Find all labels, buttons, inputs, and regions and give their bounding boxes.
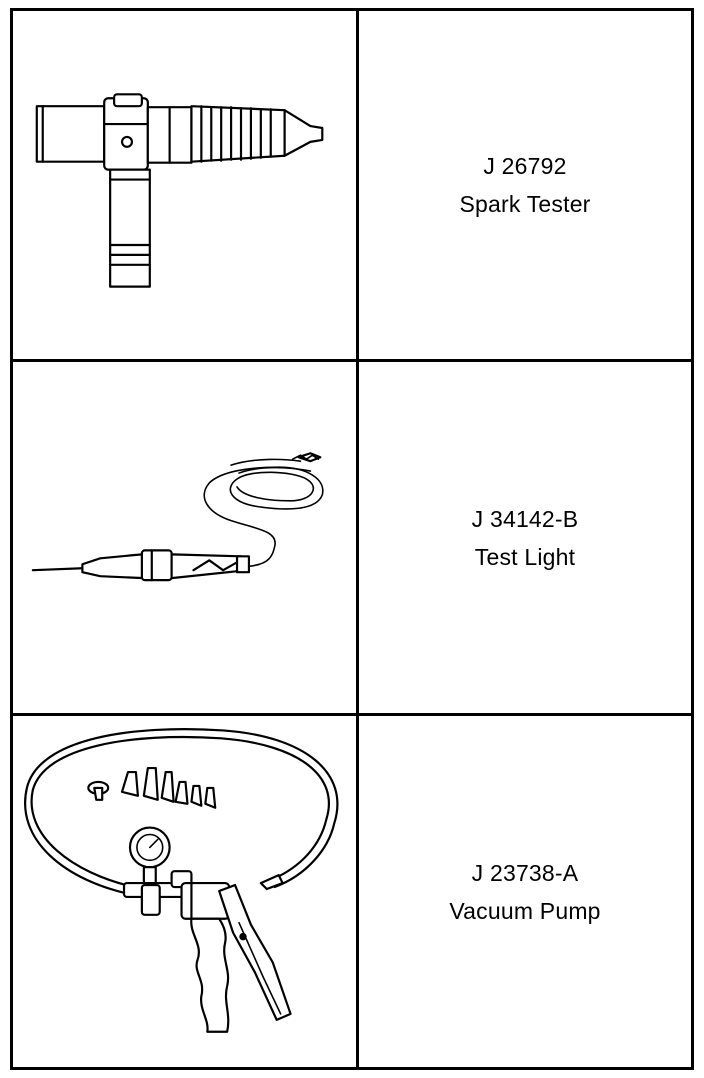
spark-tester-illustration-cell <box>13 11 359 362</box>
vacuum-pump-icon <box>24 728 339 1033</box>
test-light-label-cell: J 34142-B Test Light <box>359 362 691 716</box>
tool-name: Vacuum Pump <box>449 897 601 924</box>
spark-tester-icon <box>35 93 324 288</box>
spark-tester-label-cell: J 26792 Spark Tester <box>359 11 691 362</box>
tool-number: J 26792 <box>483 153 567 179</box>
test-light-illustration-cell <box>13 362 359 716</box>
vacuum-pump-illustration-cell <box>13 716 359 1067</box>
tool-table: J 26792 Spark Tester J 34142-B Test <box>10 8 694 1070</box>
test-light-icon <box>31 452 324 582</box>
tool-name: Spark Tester <box>459 191 591 217</box>
tool-number: J 34142-B <box>471 505 579 532</box>
tool-name: Test Light <box>474 543 576 570</box>
vacuum-pump-label-cell: J 23738-A Vacuum Pump <box>359 716 691 1067</box>
tool-number: J 23738-A <box>471 859 579 886</box>
